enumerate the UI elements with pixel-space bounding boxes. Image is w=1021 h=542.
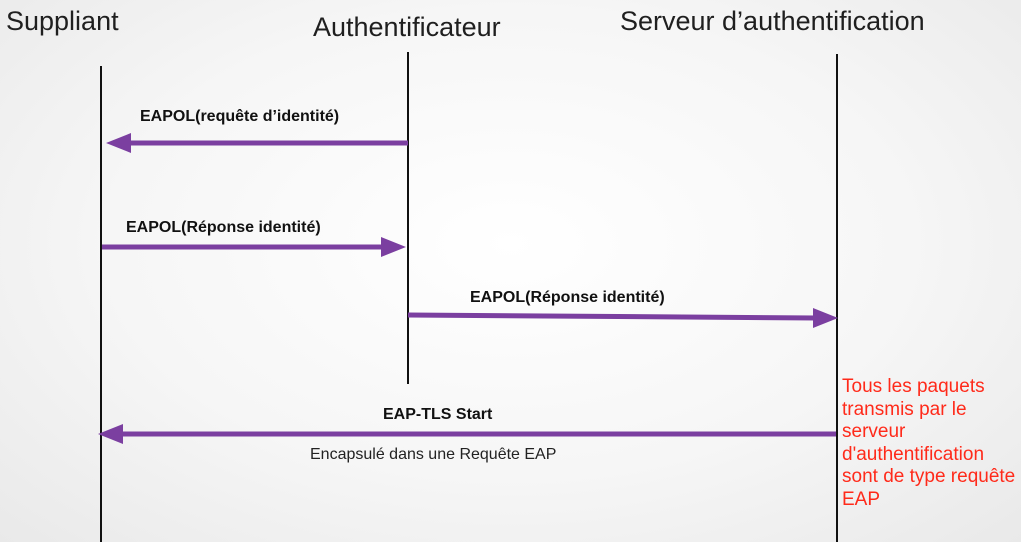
message-label-1: EAPOL(requête d’identité) [140,108,340,125]
message-arrow-3-line [407,312,817,321]
message-label-4: EAP-TLS Start [383,406,493,423]
message-label-3: EAPOL(Réponse identité) [470,289,665,306]
actor-suppliant: Suppliant [6,6,119,36]
note-text: Tous les paquets transmis par le serveur… [842,376,1016,510]
message-arrow-3-head [813,308,838,328]
message-arrow-3 [407,308,838,328]
actor-authenticator: Authentificateur [313,12,501,42]
lifeline-authenticator [407,52,409,384]
message-arrow-2-head [381,237,406,257]
message-arrow-1-head [106,133,131,153]
message-label-2: EAPOL(Réponse identité) [126,219,321,236]
actor-server: Serveur d’authentification [620,6,925,36]
lifeline-suppliant [100,66,102,542]
message-sublabel-4: Encapsulé dans une Requête EAP [310,446,557,463]
lifeline-server [836,54,838,542]
message-arrow-2 [102,237,406,257]
message-arrow-4-head [98,424,123,444]
message-arrow-1 [106,133,408,153]
message-arrow-4 [98,424,836,444]
